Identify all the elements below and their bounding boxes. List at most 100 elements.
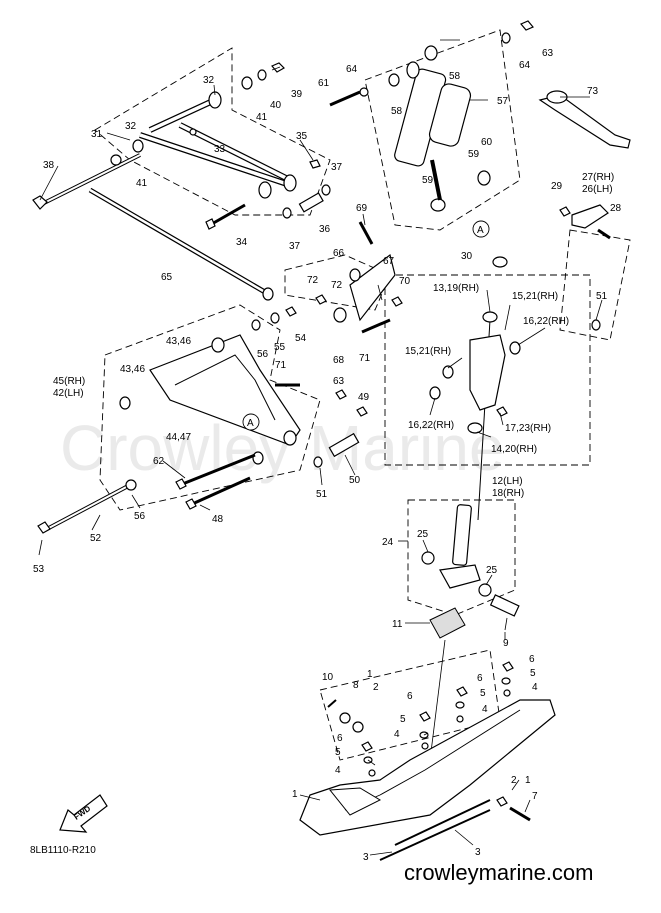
callout-62: 62	[153, 456, 165, 467]
callout-44-47: 44,47	[166, 432, 191, 443]
callout-labels: 1 1 1 2 2 3 3 4 4 4 4 5 5 5 5 6 6 6 6 7 …	[33, 48, 622, 863]
rear-arm	[119, 334, 301, 465]
callout-53: 53	[33, 564, 45, 575]
rod-65	[88, 187, 274, 301]
bellcrank-67	[315, 221, 403, 334]
shock-absorber	[329, 20, 534, 212]
steering-arm-73	[538, 90, 631, 149]
callout-1: 1	[292, 789, 298, 800]
callout-70: 70	[399, 276, 411, 287]
callout-43-46: 43,46	[120, 364, 145, 375]
callout-15-21: 15,21(RH)	[405, 346, 451, 357]
callout-25: 25	[417, 529, 429, 540]
callout-4: 4	[482, 704, 488, 715]
callout-6: 6	[529, 654, 535, 665]
callout-10: 10	[322, 672, 334, 683]
callout-58: 58	[449, 71, 461, 82]
callout-14-20: 14,20(RH)	[491, 444, 537, 455]
callout-34: 34	[236, 237, 248, 248]
callout-30: 30	[461, 251, 473, 262]
callout-41: 41	[256, 112, 268, 123]
callout-12-lh: 12(LH)	[492, 476, 523, 487]
callout-59: 59	[468, 149, 480, 160]
group-outline-bellcrank	[284, 254, 391, 311]
callout-18-rh: 18(RH)	[492, 488, 524, 499]
callout-6: 6	[407, 691, 413, 702]
callout-29: 29	[551, 181, 563, 192]
rear-arm-bolts	[37, 306, 368, 534]
callout-56: 56	[257, 349, 269, 360]
callout-50: 50	[349, 475, 361, 486]
group-outline-front-arm	[94, 47, 331, 216]
callout-73: 73	[587, 86, 599, 97]
callout-1: 1	[367, 669, 373, 680]
callout-3: 3	[363, 852, 369, 863]
spindle	[421, 504, 520, 761]
callout-41: 41	[136, 178, 148, 189]
callout-60: 60	[481, 137, 493, 148]
callout-9: 9	[503, 638, 509, 649]
callout-2: 2	[511, 775, 517, 786]
group-outline-spindle	[407, 499, 516, 616]
callout-4: 4	[335, 765, 341, 776]
fwd-arrow-icon: FWD	[59, 794, 108, 833]
callout-24: 24	[382, 537, 394, 548]
callout-31: 31	[91, 129, 103, 140]
callout-71: 71	[359, 353, 371, 364]
callout-36: 36	[319, 224, 331, 235]
callout-7: 7	[532, 791, 538, 802]
callout-61: 61	[318, 78, 330, 89]
callout-43-46: 43,46	[166, 336, 191, 347]
bolt-38	[32, 153, 141, 210]
callout-72: 72	[331, 280, 343, 291]
diagram-code: 8LB1110-R210	[30, 845, 96, 856]
callout-66: 66	[333, 248, 345, 259]
callout-67: 67	[383, 256, 395, 267]
callout-6: 6	[477, 673, 483, 684]
callout-17-23: 17,23(RH)	[505, 423, 551, 434]
callout-5: 5	[480, 688, 486, 699]
callout-5: 5	[530, 668, 536, 679]
callout-39: 39	[291, 89, 303, 100]
site-url: crowleymarine.com	[404, 860, 594, 885]
callout-68: 68	[333, 355, 345, 366]
callout-58: 58	[391, 106, 403, 117]
callout-6: 6	[337, 733, 343, 744]
callout-59: 59	[422, 175, 434, 186]
callout-37: 37	[331, 162, 343, 173]
leader-lines	[38, 39, 603, 856]
group-outline-shock	[364, 29, 521, 231]
callout-11: 11	[392, 619, 403, 630]
callout-15-21: 15,21(RH)	[512, 291, 558, 302]
callout-33: 33	[214, 144, 226, 155]
callout-52: 52	[90, 533, 102, 544]
front-a-arm	[139, 91, 297, 199]
callout-26-lh: 26(LH)	[582, 184, 613, 195]
callout-32: 32	[203, 75, 215, 86]
callout-1: 1	[525, 775, 531, 786]
callout-57: 57	[497, 96, 509, 107]
callout-63: 63	[542, 48, 554, 59]
group-outline-arm-bracket	[559, 229, 631, 341]
callout-16-22: 16,22(RH)	[523, 316, 569, 327]
callout-5: 5	[335, 747, 341, 758]
callout-38: 38	[43, 160, 55, 171]
callout-45-rh: 45(RH)	[53, 376, 85, 387]
group-outline-steering	[384, 274, 591, 466]
reference-a: A	[247, 418, 254, 429]
reference-a: A	[477, 225, 484, 236]
callout-49: 49	[358, 392, 370, 403]
callout-25: 25	[486, 565, 498, 576]
callout-27-rh: 27(RH)	[582, 172, 614, 183]
callout-64: 64	[346, 64, 358, 75]
callout-28: 28	[610, 203, 622, 214]
ski	[299, 661, 556, 861]
callout-16-22: 16,22(RH)	[408, 420, 454, 431]
callout-65: 65	[161, 272, 173, 283]
callout-72: 72	[307, 275, 319, 286]
callout-55: 55	[274, 342, 286, 353]
group-outline-rear-arm	[99, 304, 321, 511]
callout-4: 4	[532, 682, 538, 693]
callout-3: 3	[475, 847, 481, 858]
